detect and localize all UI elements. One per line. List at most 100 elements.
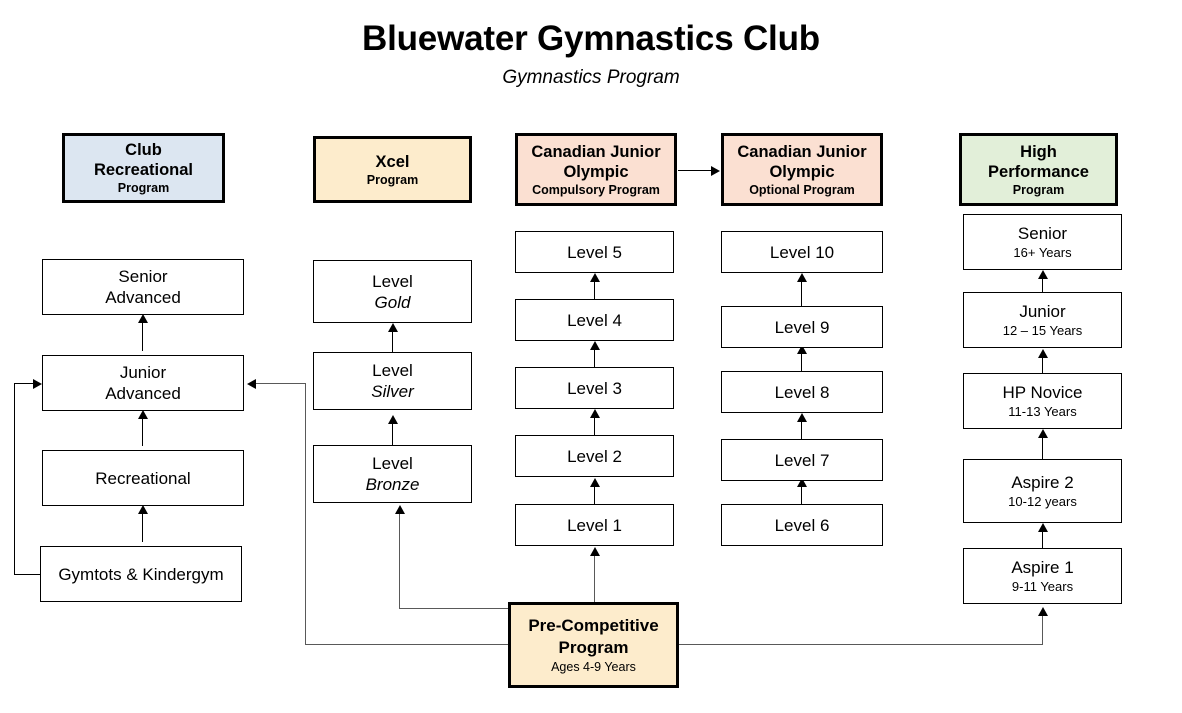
node-cjo-level-2[interactable]: Level 2 <box>515 435 674 477</box>
program-header-cjo-compulsory[interactable]: Canadian Junior Olympic Compulsory Progr… <box>515 133 677 206</box>
program-header-line2: Recreational <box>93 161 194 179</box>
node-cjo-level-7[interactable]: Level 7 <box>721 439 883 481</box>
arrowhead-up <box>797 345 807 354</box>
connector-novice-to-junior <box>1042 355 1043 374</box>
arrowhead-up <box>590 409 600 418</box>
page-subtitle: Gymnastics Program <box>502 67 680 88</box>
node-xcel-gold[interactable]: Level Gold <box>313 260 472 323</box>
node-line1: Level 4 <box>567 310 622 330</box>
node-line2: Gold <box>374 292 411 312</box>
program-header-line1: Canadian Junior <box>531 142 661 161</box>
node-line1: Level 7 <box>774 450 830 470</box>
node-hp-senior[interactable]: Senior 16+ Years <box>963 214 1122 270</box>
node-line1: HP Novice <box>1002 383 1083 402</box>
node-line1: Aspire 2 <box>1011 473 1074 492</box>
node-line1: Gymtots & Kindergym <box>58 564 224 584</box>
node-line1: Level 3 <box>567 378 622 398</box>
node-sub: 10-12 years <box>1008 494 1077 509</box>
program-header-line1: Club <box>125 141 162 159</box>
node-line2: Silver <box>371 382 414 401</box>
arrowhead-up <box>797 273 807 282</box>
program-header-line1: Canadian Junior <box>737 142 867 161</box>
connector-level8-to-level9 <box>801 351 802 372</box>
connector-xcel-silver-to-gold <box>392 329 393 353</box>
node-line1: Junior <box>119 363 167 382</box>
arrowhead-up <box>1038 429 1048 438</box>
node-sub: 11-13 Years <box>1008 404 1077 419</box>
node-sub: Ages 4-9 Years <box>551 659 636 674</box>
node-line1: Level <box>372 361 413 380</box>
arrowhead-up <box>797 413 807 422</box>
connector-aspire1-to-aspire2 <box>1042 529 1043 549</box>
program-header-cjo-optional[interactable]: Canadian Junior Olympic Optional Program <box>721 133 883 206</box>
node-hp-aspire-2[interactable]: Aspire 2 10-12 years <box>963 459 1122 523</box>
node-line2: Advanced <box>105 384 181 403</box>
connector-level2-to-level3 <box>594 415 595 436</box>
node-line1: Senior <box>118 267 168 286</box>
program-header-line1: High <box>1020 142 1057 161</box>
node-club-rec-senior-advanced[interactable]: Senior Advanced <box>42 259 244 315</box>
connector-xcel-bronze-to-silver <box>392 421 393 446</box>
node-hp-novice[interactable]: HP Novice 11-13 Years <box>963 373 1122 429</box>
arrowhead-up <box>590 273 600 282</box>
program-header-sub: Program <box>117 181 170 195</box>
node-line2: Bronze <box>365 475 420 494</box>
program-header-sub: Program <box>1012 182 1065 197</box>
arrowhead-up <box>388 323 398 332</box>
connector-level1-to-level2 <box>594 484 595 505</box>
node-club-rec-gymtots-kindergym[interactable]: Gymtots & Kindergym <box>40 546 242 602</box>
node-cjo-level-5[interactable]: Level 5 <box>515 231 674 273</box>
arrowhead-up <box>797 478 807 487</box>
connector-level7-to-level8 <box>801 419 802 440</box>
arrowhead-up <box>1038 270 1048 279</box>
node-cjo-level-3[interactable]: Level 3 <box>515 367 674 409</box>
node-line1: Junior <box>1019 302 1066 321</box>
node-pre-competitive-program[interactable]: Pre-Competitive Program Ages 4-9 Years <box>508 602 679 688</box>
connector-recreational-to-junior-advanced <box>142 416 143 446</box>
node-line1: Level 5 <box>567 242 622 262</box>
connector-junior-advanced-to-senior-advanced <box>142 320 143 351</box>
connector-precomp-to-bronze-h <box>399 608 509 609</box>
node-hp-aspire-1[interactable]: Aspire 1 9-11 Years <box>963 548 1122 604</box>
node-line1: Level 2 <box>567 446 622 466</box>
node-cjo-level-1[interactable]: Level 1 <box>515 504 674 546</box>
connector-aspire2-to-novice <box>1042 435 1043 460</box>
arrowhead-right <box>33 379 42 389</box>
node-line1: Level 10 <box>769 242 835 262</box>
node-xcel-silver[interactable]: Level Silver <box>313 352 472 410</box>
node-cjo-level-10[interactable]: Level 10 <box>721 231 883 273</box>
program-header-line1: Xcel <box>375 152 410 171</box>
program-header-line2: Olympic <box>769 162 835 181</box>
node-line1: Level 6 <box>774 515 830 535</box>
node-line1: Level 8 <box>774 382 830 402</box>
arrowhead-up <box>1038 607 1048 616</box>
node-cjo-level-9[interactable]: Level 9 <box>721 306 883 348</box>
node-hp-junior[interactable]: Junior 12 – 15 Years <box>963 292 1122 348</box>
node-club-rec-junior-advanced[interactable]: Junior Advanced <box>42 355 244 411</box>
program-header-high-performance[interactable]: High Performance Program <box>959 133 1118 206</box>
connector-precomp-to-junior-advanced-h-bottom <box>305 644 509 645</box>
node-cjo-level-8[interactable]: Level 8 <box>721 371 883 413</box>
arrowhead-up <box>138 505 148 514</box>
node-line1: Level 1 <box>567 515 622 535</box>
connector-level6-to-level7 <box>801 484 802 505</box>
node-cjo-level-4[interactable]: Level 4 <box>515 299 674 341</box>
connector-level3-to-level4 <box>594 347 595 368</box>
arrowhead-up <box>138 410 148 419</box>
program-header-xcel[interactable]: Xcel Program <box>313 136 472 203</box>
program-header-club-recreational[interactable]: Club Recreational Program <box>62 133 225 203</box>
connector-gymtots-to-recreational <box>142 511 143 542</box>
node-xcel-bronze[interactable]: Level Bronze <box>313 445 472 503</box>
node-club-rec-recreational[interactable]: Recreational <box>42 450 244 506</box>
connector-precomp-to-aspire1-v <box>1042 614 1043 645</box>
arrowhead-left <box>247 379 256 389</box>
node-sub: 16+ Years <box>1013 245 1072 260</box>
connector-gymtots-bypass-v <box>14 383 15 575</box>
arrowhead-up <box>388 415 398 424</box>
node-line1: Level 9 <box>774 317 830 337</box>
arrowhead-right <box>711 166 720 176</box>
node-line1: Senior <box>1017 224 1068 243</box>
node-cjo-level-6[interactable]: Level 6 <box>721 504 883 546</box>
node-line1: Level <box>372 454 413 473</box>
connector-precomp-to-bronze-v <box>399 511 400 609</box>
